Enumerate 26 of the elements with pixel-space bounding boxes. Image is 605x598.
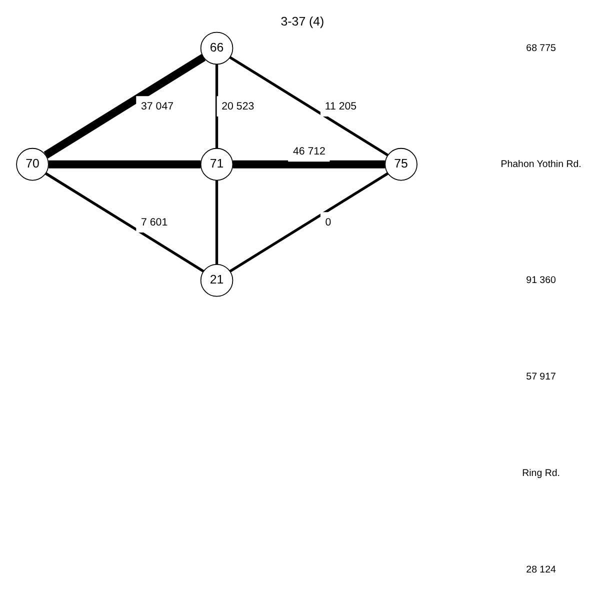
connector — [229, 172, 389, 272]
label: Phahon Yothin Rd. — [500, 158, 582, 170]
diagram-title: 3-37 (4) — [280, 14, 324, 28]
label: Ring Rd. — [522, 468, 560, 480]
connector — [229, 56, 388, 156]
edge-label: 0 — [325, 216, 332, 229]
label: 68 775 — [526, 42, 556, 54]
connector — [44, 54, 206, 159]
connector — [232, 160, 385, 168]
edge-label: 11 205 — [324, 100, 357, 112]
label: 57 917 — [526, 371, 556, 382]
connector — [215, 180, 218, 264]
node-circle: 21 — [200, 264, 234, 297]
edge-label: 7 601 — [141, 216, 168, 229]
edge-label: 46 712 — [292, 146, 326, 158]
node-circle: 70 — [16, 148, 49, 181]
edge-label: 37 047 — [141, 100, 174, 112]
connector — [45, 172, 204, 272]
connector — [48, 160, 201, 168]
node-circle: 75 — [384, 148, 418, 181]
label: 28 124 — [526, 564, 556, 576]
node-circle: 66 — [200, 32, 234, 65]
label: 91 360 — [526, 274, 556, 286]
node-circle: 71 — [200, 148, 234, 181]
edge-label: 20 523 — [222, 100, 254, 112]
connector — [215, 64, 218, 148]
